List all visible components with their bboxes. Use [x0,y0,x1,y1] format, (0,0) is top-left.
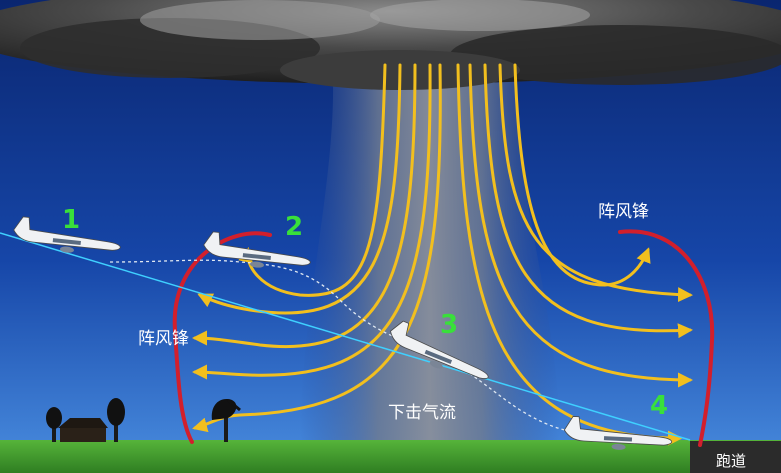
actual-flight-path [109,259,581,434]
ground [0,440,781,473]
house-icon [58,418,108,442]
position-number-4: 4 [650,391,668,421]
tree-icon [107,398,125,442]
airplane-icon [390,320,489,379]
tree-icon [46,407,62,442]
airplane-icon [13,216,121,253]
gust-front-label-left: 阵风锋 [138,329,189,349]
downburst-shaft [300,40,560,445]
glide-path [0,232,691,441]
tree-icon [211,398,241,442]
position-number-2: 2 [285,212,303,242]
runway-strip [690,441,781,473]
position-number-3: 3 [440,310,458,340]
gust-front-label-right: 阵风锋 [598,202,649,222]
runway-label: 跑道 [716,452,746,470]
gust-front-left [172,231,272,444]
airplane-icon [203,231,311,268]
cloud-icon [0,0,781,90]
downburst-label: 下击气流 [388,403,456,423]
gust-front-right [618,229,715,447]
airflow-streamlines [192,63,693,446]
airplane-icon [563,416,672,450]
position-number-1: 1 [62,205,80,235]
